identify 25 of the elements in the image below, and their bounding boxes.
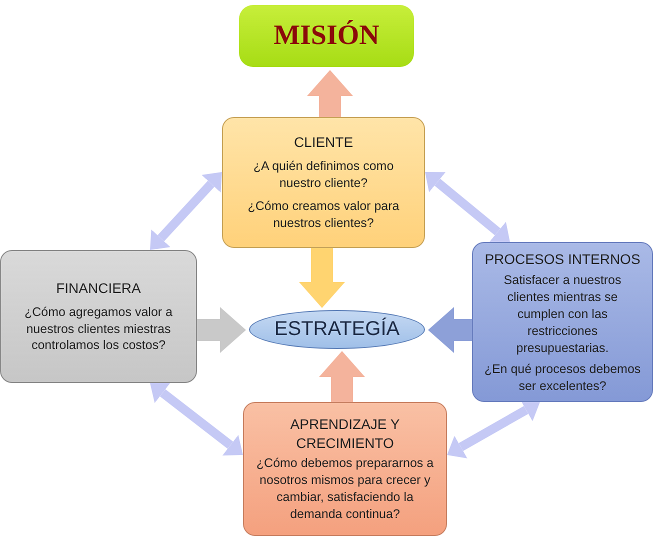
learning-box xyxy=(243,402,447,536)
box-heading: CLIENTE xyxy=(294,133,354,152)
box-text: ¿A quién definimos como nuestro cliente? xyxy=(252,158,395,192)
arrow xyxy=(150,382,243,456)
box-text: ¿Cómo debemos prepararnos a nosotros mismos para crecer y cambiar, satisfaciendo la demanda continua? xyxy=(255,455,435,523)
box-text: ¿En qué procesos debemos ser excelentes? xyxy=(483,360,642,395)
box-text: Satisfacer a nuestros clientes mientras se cumplen con las restricciones presupuestarias. xyxy=(502,272,622,357)
arrow xyxy=(299,248,345,308)
box-text: ¿Cómo agregamos valor a nuestros clientes miestras controlamos los costos? xyxy=(24,304,174,354)
arrow xyxy=(307,70,353,117)
arrow xyxy=(319,351,365,402)
box-heading: MISIÓN xyxy=(274,19,380,54)
arrow xyxy=(425,172,510,242)
box-heading: ESTRATEGÍA xyxy=(274,316,400,342)
customer-box xyxy=(222,117,425,248)
finance-box xyxy=(0,250,197,383)
arrow xyxy=(428,307,472,353)
box-heading: PROCESOS INTERNOS xyxy=(484,250,640,268)
arrow xyxy=(197,307,246,353)
process-box xyxy=(472,242,653,402)
mission-box xyxy=(239,5,414,67)
box-text: ¿Cómo creamos valor para nuestros clientes? xyxy=(246,198,400,232)
box-heading: APRENDIZAJE Y CRECIMIENTO xyxy=(289,415,401,454)
arrow xyxy=(150,172,222,250)
box-heading: FINANCIERA xyxy=(56,278,141,298)
